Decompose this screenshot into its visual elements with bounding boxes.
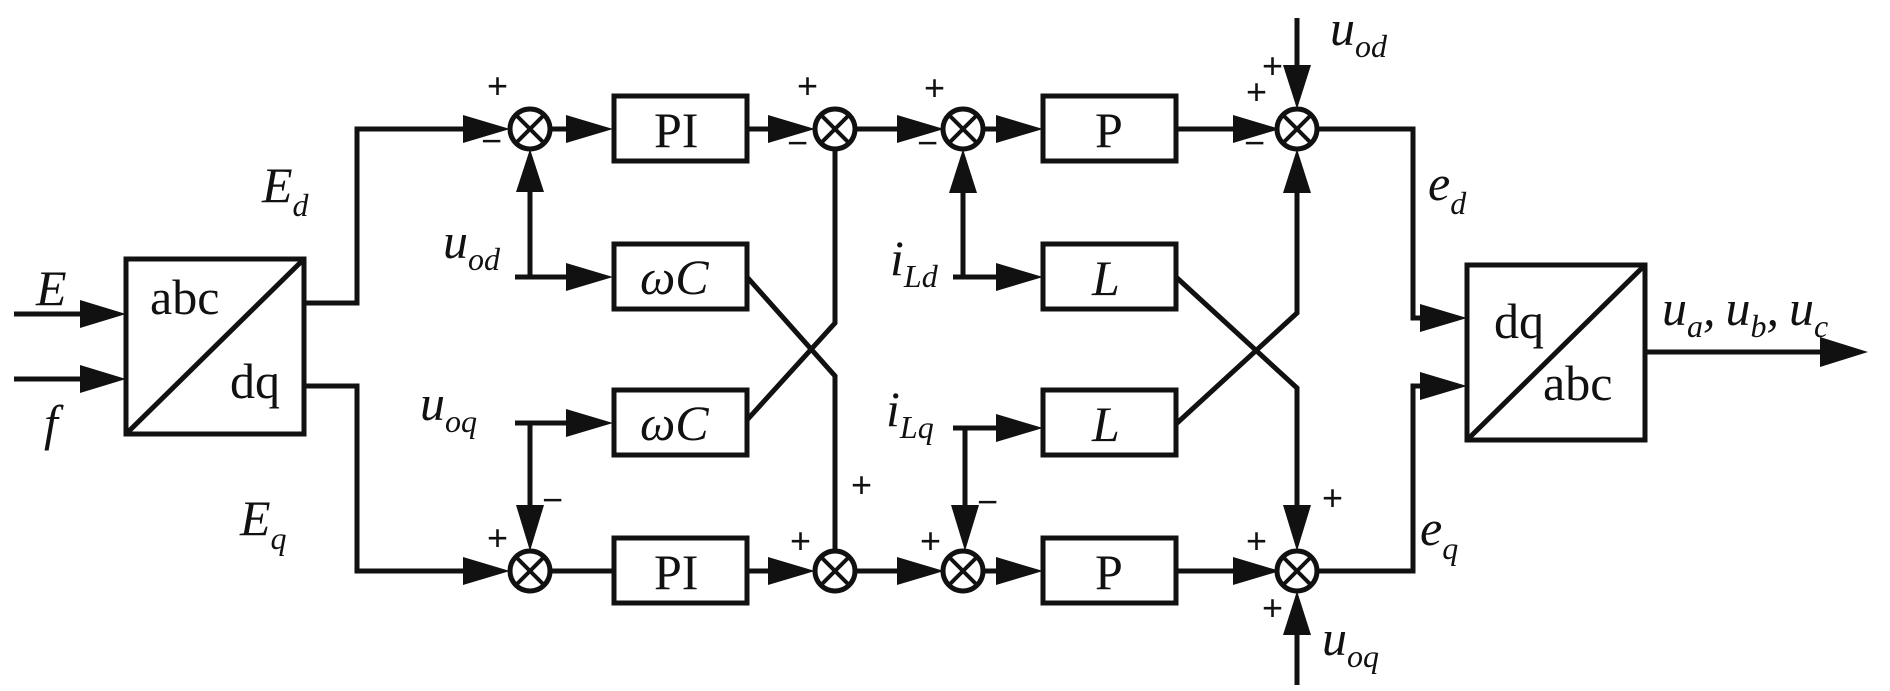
- dq-label: dq: [1494, 293, 1544, 349]
- l-block-d: L: [1040, 241, 1179, 312]
- sum-junction-d4: [1274, 106, 1320, 152]
- uod-left-label: uod: [443, 213, 501, 277]
- E-label: E: [35, 260, 67, 316]
- p-block-d: P: [1040, 93, 1179, 164]
- uoq-left-feedback: [515, 409, 613, 551]
- sign-minus: −: [1244, 122, 1265, 163]
- abc-label: abc: [150, 269, 219, 325]
- dq-label: dq: [230, 353, 280, 409]
- svg-text:ωC: ωC: [640, 249, 709, 305]
- svg-text:L: L: [1091, 250, 1120, 306]
- sign-plus: +: [1246, 71, 1267, 112]
- l-block-q: L: [1040, 387, 1179, 458]
- Ed-wire: [304, 115, 510, 306]
- Eq-wire: [304, 383, 510, 585]
- sign-plus: +: [1262, 587, 1283, 628]
- pi-block-q: PI: [611, 535, 750, 606]
- iLq-label: iLq: [886, 381, 934, 445]
- p-block-q: P: [1040, 535, 1179, 606]
- sign-plus: +: [851, 464, 872, 505]
- sign-plus: +: [1262, 45, 1283, 86]
- sum-junction-q1: [507, 548, 553, 594]
- iLd-feedback: [949, 149, 1043, 291]
- sign-plus: +: [1246, 520, 1267, 561]
- f-label: f: [44, 395, 64, 451]
- sum-junction-q4: [1274, 548, 1320, 594]
- uoq-left-label: uoq: [420, 375, 477, 439]
- sign-plus: +: [790, 520, 811, 561]
- sign-minus: −: [917, 122, 938, 163]
- eq-wire: [1317, 372, 1467, 574]
- sign-plus: +: [1322, 477, 1343, 518]
- sign-plus: +: [924, 67, 945, 108]
- uoq-bottom-label: uoq: [1322, 610, 1379, 674]
- input-f: f: [14, 365, 126, 451]
- input-E: E: [14, 260, 126, 328]
- Eq-label: Eq: [239, 490, 287, 556]
- svg-text:ωC: ωC: [640, 395, 709, 451]
- wc-cross-coupling: [745, 149, 838, 551]
- sum-junction-d3: [940, 106, 986, 152]
- uod-left-feedback: [515, 149, 613, 291]
- pi-block-d: PI: [611, 93, 750, 164]
- sign-minus: −: [787, 122, 808, 163]
- svg-text:PI: PI: [654, 102, 698, 158]
- output-wire: [1645, 337, 1868, 367]
- sum-junction-d1: [507, 106, 553, 152]
- sum-junction-q2: [812, 548, 858, 594]
- abc-to-dq-block: abc dq: [123, 256, 307, 437]
- svg-text:P: P: [1095, 544, 1123, 600]
- eq-label: eq: [1420, 500, 1458, 566]
- ed-label: ed: [1428, 155, 1467, 221]
- sum-junction-d2: [812, 106, 858, 152]
- l-cross-coupling: [1174, 190, 1300, 510]
- abc-label: abc: [1543, 355, 1612, 411]
- sign-plus: +: [797, 65, 818, 106]
- sign-minus: −: [481, 120, 502, 161]
- sign-plus: +: [920, 520, 941, 561]
- dq-to-abc-block: dq abc: [1464, 262, 1648, 443]
- sign-minus: −: [977, 481, 998, 522]
- uod-top-label: uod: [1330, 0, 1388, 64]
- Ed-label: Ed: [261, 157, 310, 223]
- sign-minus: −: [542, 479, 563, 520]
- wc-block-q: ωC: [611, 387, 750, 458]
- ed-wire: [1317, 126, 1467, 332]
- sum-junction-q3: [940, 548, 986, 594]
- iLq-feedback: [951, 414, 1043, 551]
- iLd-label: iLd: [890, 230, 939, 294]
- wc-block-d: ωC: [611, 241, 750, 312]
- svg-text:L: L: [1091, 396, 1120, 452]
- svg-text:PI: PI: [654, 544, 698, 600]
- sign-plus: +: [487, 65, 508, 106]
- svg-text:P: P: [1095, 102, 1123, 158]
- output-label: ua,ub,uc: [1662, 280, 1828, 344]
- sign-plus: +: [487, 517, 508, 558]
